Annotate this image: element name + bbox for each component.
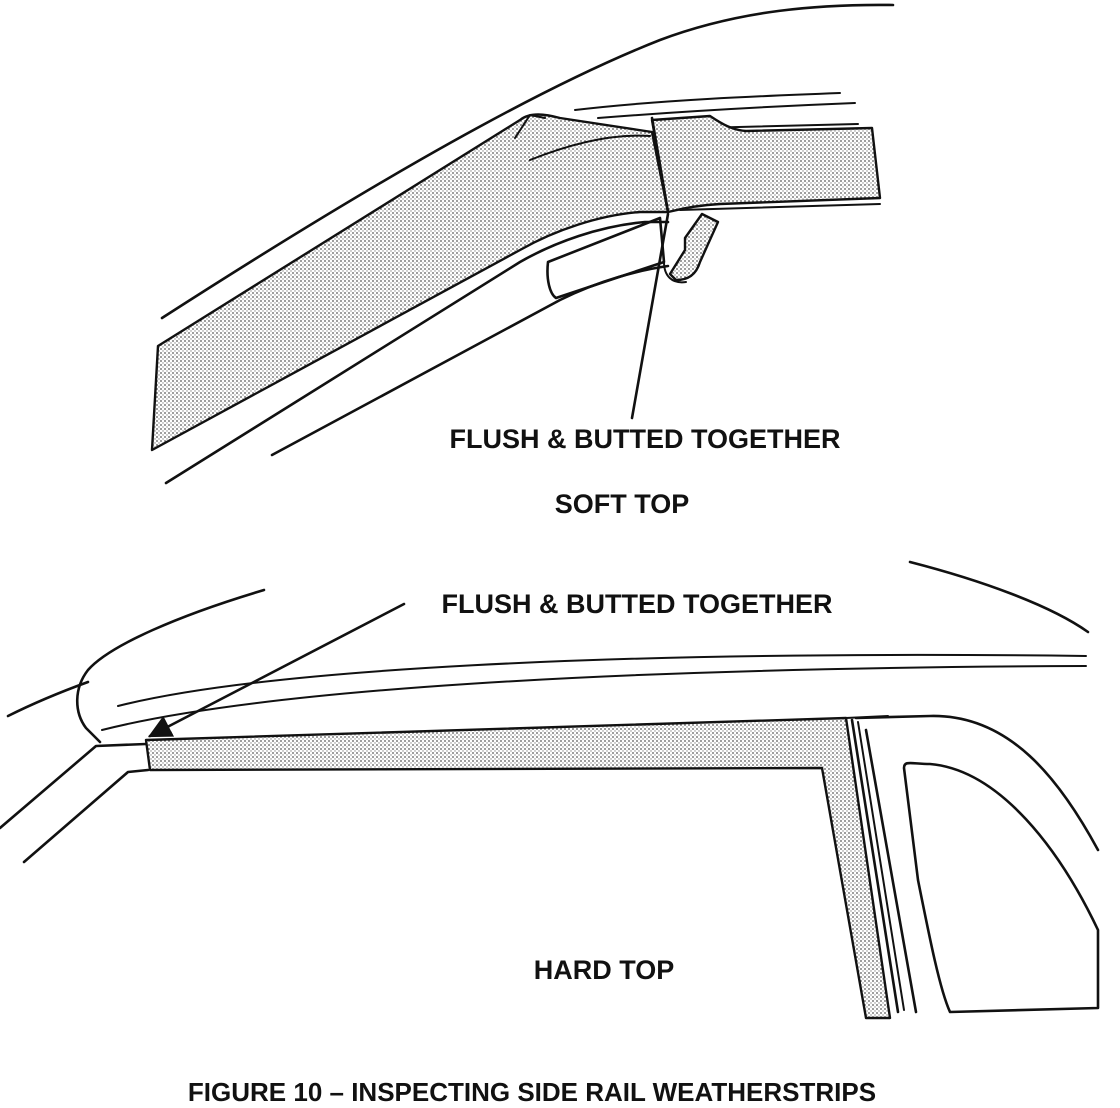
- soft-top-illustration: [150, 3, 895, 485]
- strip-contour: [529, 134, 651, 161]
- pillar-shroud-outer: [6, 680, 90, 718]
- soft-top-header-weatherstrip: [650, 114, 882, 214]
- hard-top-callout-pointer: [147, 602, 406, 738]
- roof-edge-line-2: [101, 665, 1087, 731]
- soft-top-callout: FLUSH & BUTTED TOGETHER: [450, 424, 841, 454]
- roof-edge-outer: [908, 560, 1090, 634]
- b-pillar-line-1: [850, 718, 900, 1014]
- hard-top-illustration: [0, 560, 1100, 1020]
- roof-edge-line-1: [117, 653, 1087, 707]
- roof-line-lower: [597, 102, 856, 119]
- soft-top-title: SOFT TOP: [555, 489, 690, 519]
- figure-caption: FIGURE 10 – INSPECTING SIDE RAIL WEATHER…: [188, 1077, 876, 1107]
- joint-line: [650, 116, 670, 214]
- a-pillar-line-2: [22, 768, 150, 864]
- windshield-arc: [160, 3, 895, 320]
- hard-top-side-weatherstrip: [144, 716, 892, 1020]
- latch-block: [546, 216, 666, 300]
- hard-top-callout: FLUSH & BUTTED TOGETHER: [442, 589, 833, 619]
- pillar-shroud: [75, 588, 266, 744]
- soft-top-callout-pointer: [630, 212, 670, 420]
- rear-window-outline: [854, 714, 1100, 852]
- b-pillar-line-2: [857, 721, 905, 1011]
- hinge-loop: [663, 261, 687, 284]
- roof-line-upper: [574, 92, 841, 111]
- strip-lip: [514, 114, 546, 139]
- a-pillar-line-1: [0, 742, 148, 830]
- hard-top-title: HARD TOP: [534, 955, 675, 985]
- b-pillar-line-3: [864, 728, 918, 1014]
- hinge-bracket: [668, 212, 720, 282]
- rear-window-inner: [902, 761, 1100, 1014]
- header-bottom-line: [679, 203, 881, 211]
- door-frame-line-1: [164, 220, 670, 485]
